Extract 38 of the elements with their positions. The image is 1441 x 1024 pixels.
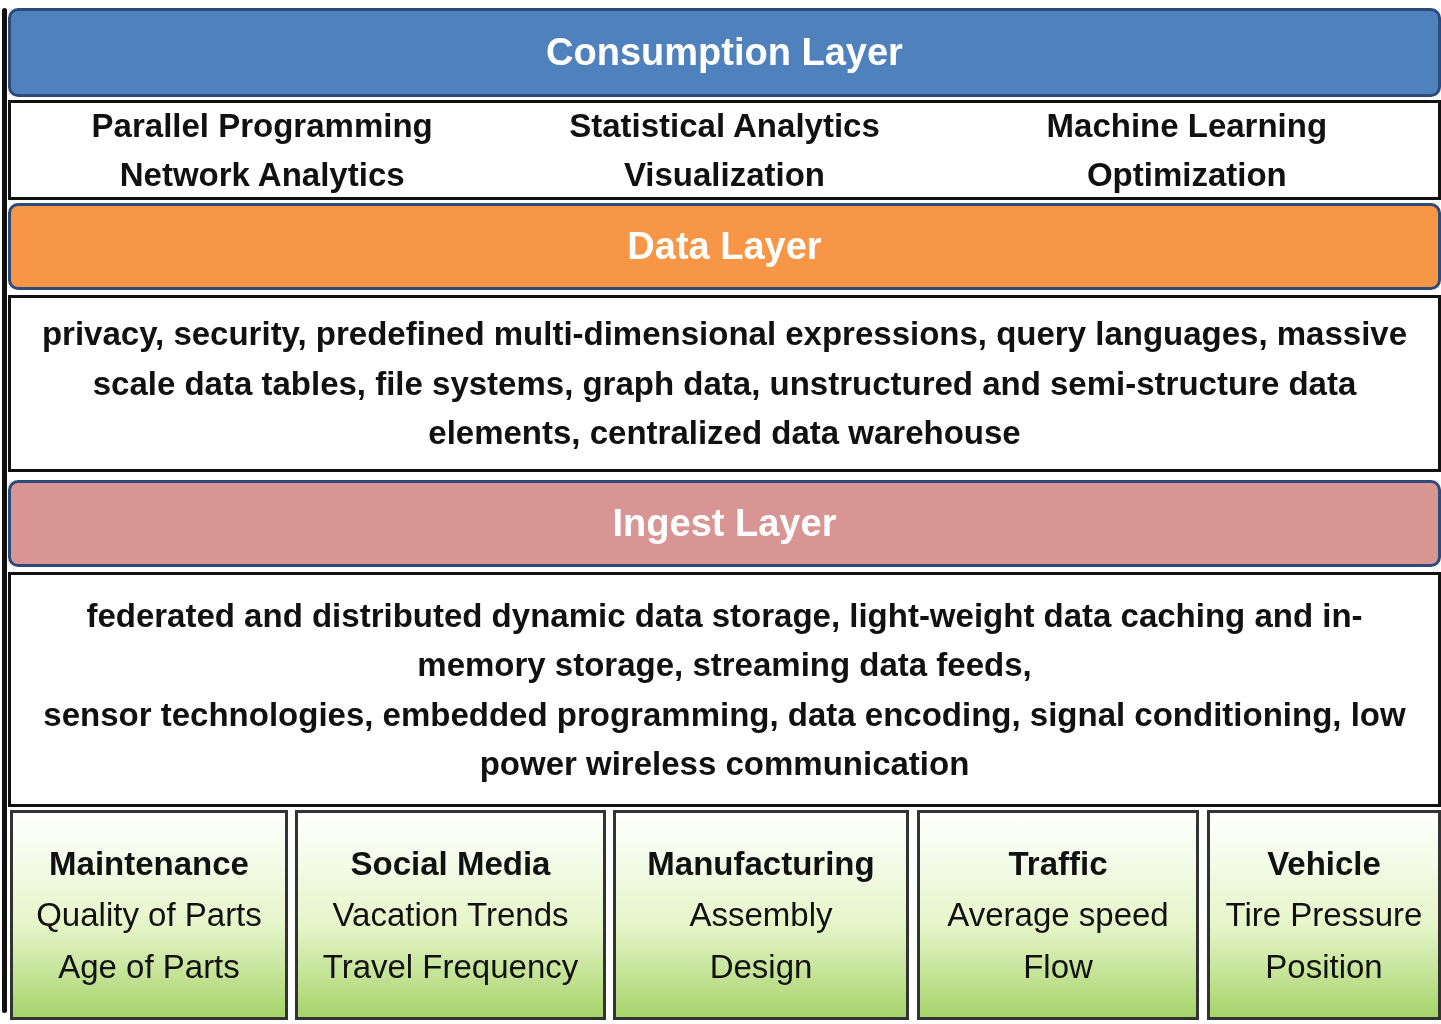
- list-item: Design: [709, 946, 813, 987]
- layer-header-band: [8, 8, 1441, 97]
- box-heading: Traffic: [1008, 844, 1108, 885]
- box-heading: Maintenance: [49, 844, 249, 885]
- list-item: Travel Frequency: [322, 946, 579, 987]
- list-item: Quality of Parts: [36, 895, 262, 936]
- paragraph: federated and distributed dynamic data storage, light-weight data caching and in-memory storage, streaming data feeds,: [85, 595, 1364, 685]
- list-item: Assembly: [689, 895, 833, 936]
- list-item: Average speed: [947, 895, 1169, 936]
- box-heading: Manufacturing: [647, 844, 875, 885]
- paragraph: sensor technologies, embedded programming, data encoding, signal conditioning, low power wireless communication: [42, 694, 1407, 784]
- layer-title: Consumption Layer: [546, 31, 903, 74]
- capability-label: Network Analytics: [118, 155, 406, 195]
- layer-title: Ingest Layer: [612, 502, 837, 545]
- source-box: [295, 810, 606, 1020]
- source-box: [613, 810, 909, 1020]
- list-item: Flow: [1023, 946, 1093, 987]
- layer-title: Data Layer: [627, 225, 822, 268]
- box-heading: Vehicle: [1267, 844, 1381, 885]
- capability-label: Visualization: [622, 155, 827, 195]
- list-item: Vacation Trends: [332, 895, 569, 936]
- paragraph: privacy, security, predefined multi-dimensional expressions, query languages, massive scale data tables, file systems, graph data, unstructured and semi-structure data elements, centralized data warehouse: [40, 314, 1409, 454]
- list-item: Tire Pressure: [1225, 895, 1423, 936]
- capability-label: Optimization: [1085, 155, 1288, 195]
- capability-label: Parallel Programming: [90, 105, 434, 146]
- capability-label: Statistical Analytics: [568, 105, 881, 146]
- source-box: [10, 810, 288, 1020]
- list-item: Age of Parts: [58, 946, 240, 987]
- source-box: [917, 810, 1199, 1020]
- layer-header-band: [8, 480, 1441, 567]
- capability-label: Machine Learning: [1045, 105, 1329, 146]
- text-panel: [8, 100, 1441, 200]
- text-panel: [8, 572, 1441, 807]
- box-heading: Social Media: [350, 844, 551, 885]
- layer-header-band: [8, 203, 1441, 290]
- text-panel: [8, 295, 1441, 472]
- list-item: Position: [1265, 946, 1383, 987]
- source-box: [1207, 810, 1441, 1020]
